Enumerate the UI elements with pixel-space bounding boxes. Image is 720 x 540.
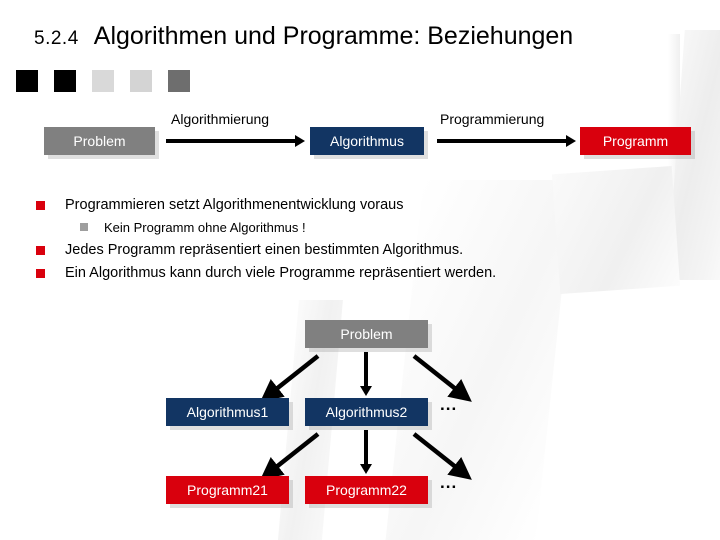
- chain-box-programm: Programm: [580, 127, 691, 155]
- tree-box-programm22: Programm22: [305, 476, 428, 504]
- decor-square-5: [168, 70, 190, 92]
- tree-box-problem-label: Problem: [340, 326, 393, 342]
- tree-box-programm22-label: Programm22: [326, 482, 407, 498]
- chain-box-problem-label: Problem: [73, 133, 126, 149]
- bullet-square-icon: [80, 223, 88, 231]
- tree-box-algorithmus2-label: Algorithmus2: [325, 404, 408, 420]
- list-item-text: Programmieren setzt Algorithmenentwicklu…: [65, 197, 404, 213]
- tree-algorithmus-ellipsis: ...: [440, 396, 457, 413]
- chain-box-algorithmus-label: Algorithmus: [330, 133, 404, 149]
- bullet-square-icon: [36, 269, 45, 278]
- arrow-head: [566, 135, 576, 147]
- list-item: Kein Programm ohne Algorithmus !: [36, 219, 656, 236]
- page-title: 5.2.4 Algorithmen und Programme: Beziehu…: [34, 22, 573, 51]
- title-section-number: 5.2.4: [34, 28, 79, 49]
- tree-programm-ellipsis-text: ...: [440, 473, 458, 492]
- title-main-text: Algorithmen und Programme: Beziehungen: [93, 22, 574, 50]
- chain-label-algorithmierung-text: Algorithmierung: [171, 111, 270, 127]
- list-item-text: Ein Algorithmus kann durch viele Program…: [65, 265, 497, 281]
- chain-box-programm-label: Programm: [602, 133, 669, 149]
- tree-box-problem: Problem: [305, 320, 428, 348]
- tree-arrow-root-right: [412, 354, 472, 402]
- bullet-square-icon: [36, 246, 45, 255]
- chain-label-programmierung-text: Programmierung: [440, 111, 545, 127]
- chain-arrow-algorithmierung: [166, 135, 305, 147]
- list-item: Ein Algorithmus kann durch viele Program…: [36, 264, 656, 283]
- tree-arrow-root-left: [260, 354, 320, 402]
- decor-square-4: [130, 70, 152, 92]
- bullet-square-icon: [36, 201, 45, 210]
- arrow-shaft: [166, 139, 296, 143]
- arrow-head: [360, 386, 372, 396]
- arrow-head: [360, 464, 372, 474]
- tree-box-programm21: Programm21: [166, 476, 289, 504]
- list-item: Programmieren setzt Algorithmenentwicklu…: [36, 196, 656, 215]
- chain-label-algorithmierung: Algorithmierung: [171, 111, 269, 127]
- tree-arrow-a2-center: [360, 430, 372, 474]
- tree-box-algorithmus1: Algorithmus1: [166, 398, 289, 426]
- tree-algorithmus-ellipsis-text: ...: [440, 395, 458, 414]
- chain-box-problem: Problem: [44, 127, 155, 155]
- tree-arrow-root-center: [360, 352, 372, 396]
- bullet-list: Programmieren setzt Algorithmenentwicklu…: [36, 196, 656, 287]
- arrow-head: [295, 135, 305, 147]
- decor-square-row: [16, 70, 190, 92]
- tree-programm-ellipsis: ...: [440, 474, 457, 491]
- tree-arrow-a2-right: [412, 432, 472, 480]
- arrow-shaft: [364, 352, 368, 387]
- chain-label-programmierung: Programmierung: [440, 111, 544, 127]
- arrow-shaft: [437, 139, 567, 143]
- arrow-shaft: [364, 430, 368, 465]
- tree-box-algorithmus2: Algorithmus2: [305, 398, 428, 426]
- tree-box-programm21-label: Programm21: [187, 482, 268, 498]
- tree-box-algorithmus1-label: Algorithmus1: [186, 404, 269, 420]
- chain-arrow-programmierung: [437, 135, 576, 147]
- chain-box-algorithmus: Algorithmus: [310, 127, 424, 155]
- tree-arrow-a2-left: [260, 432, 320, 480]
- decor-square-1: [16, 70, 38, 92]
- decor-square-2: [54, 70, 76, 92]
- list-item-text: Kein Programm ohne Algorithmus !: [104, 220, 306, 235]
- decor-square-3: [92, 70, 114, 92]
- list-item: Jedes Programm repräsentiert einen besti…: [36, 241, 656, 260]
- list-item-text: Jedes Programm repräsentiert einen besti…: [65, 242, 464, 258]
